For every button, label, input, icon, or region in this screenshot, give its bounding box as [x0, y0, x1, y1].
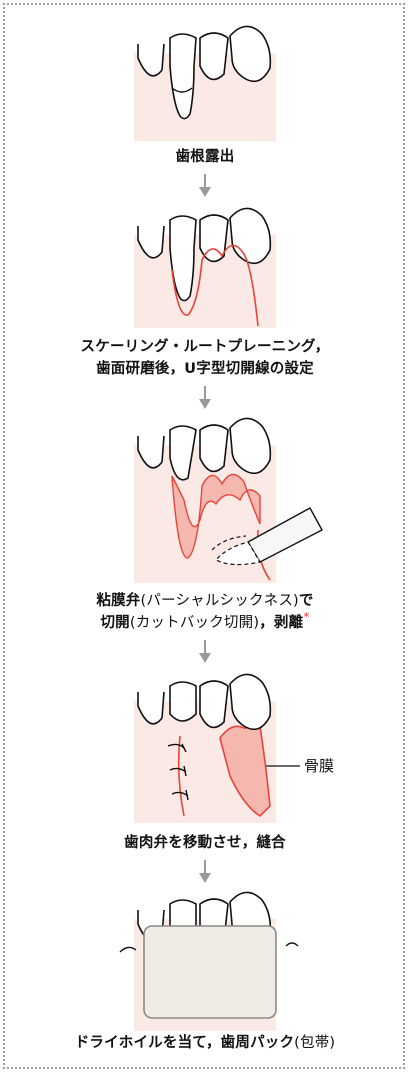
- suture-icon: [167, 743, 189, 801]
- figure-suture: [134, 673, 300, 823]
- figure-periodontal-pack: [119, 891, 299, 1031]
- periosteum-label: 骨膜: [304, 757, 335, 775]
- caption-part: (カットバック切開): [129, 615, 260, 631]
- caption-suture: 歯肉弁を移動させ，縫合: [124, 835, 286, 851]
- caption-part: 切開: [100, 615, 130, 631]
- caption-part: ，剥離: [259, 615, 304, 631]
- caption-pack: ドライホイルを当て，歯周パック(包帯): [0, 1032, 410, 1054]
- caption-incision-line2: 切開(カットバック切開)，剥離*: [0, 610, 410, 634]
- figure-partial-thickness-flap: [134, 417, 323, 583]
- arrow-down-icon: [199, 860, 211, 883]
- figure-root-exposure: [134, 25, 276, 141]
- diagram-frame: [3, 3, 405, 1069]
- caption-scaling-line1: スケーリング・ルートプレーニング，: [80, 339, 330, 355]
- pack-dressing: [143, 925, 277, 1019]
- arrow-down-icon: [199, 386, 211, 409]
- caption-part: ドライホイルを当て，歯周パック: [74, 1035, 295, 1051]
- caption-part: 粘膜弁: [96, 593, 141, 609]
- asterisk-note: *: [303, 610, 310, 625]
- arrow-down-icon: [199, 640, 211, 663]
- caption-scaling-line2: 歯面研磨後，U字型切開線の設定: [96, 361, 314, 377]
- figure-u-incision: [134, 207, 276, 328]
- caption-root-exposure: 歯根露出: [175, 149, 235, 165]
- caption-part: で: [298, 593, 314, 609]
- arrow-down-icon: [199, 174, 211, 197]
- caption-part: (パーシャルシックネス): [140, 593, 299, 609]
- scalpel-icon: [211, 507, 323, 566]
- caption-incision-line1: 粘膜弁(パーシャルシックネス)で: [0, 590, 410, 612]
- caption-part: (包帯): [294, 1035, 336, 1051]
